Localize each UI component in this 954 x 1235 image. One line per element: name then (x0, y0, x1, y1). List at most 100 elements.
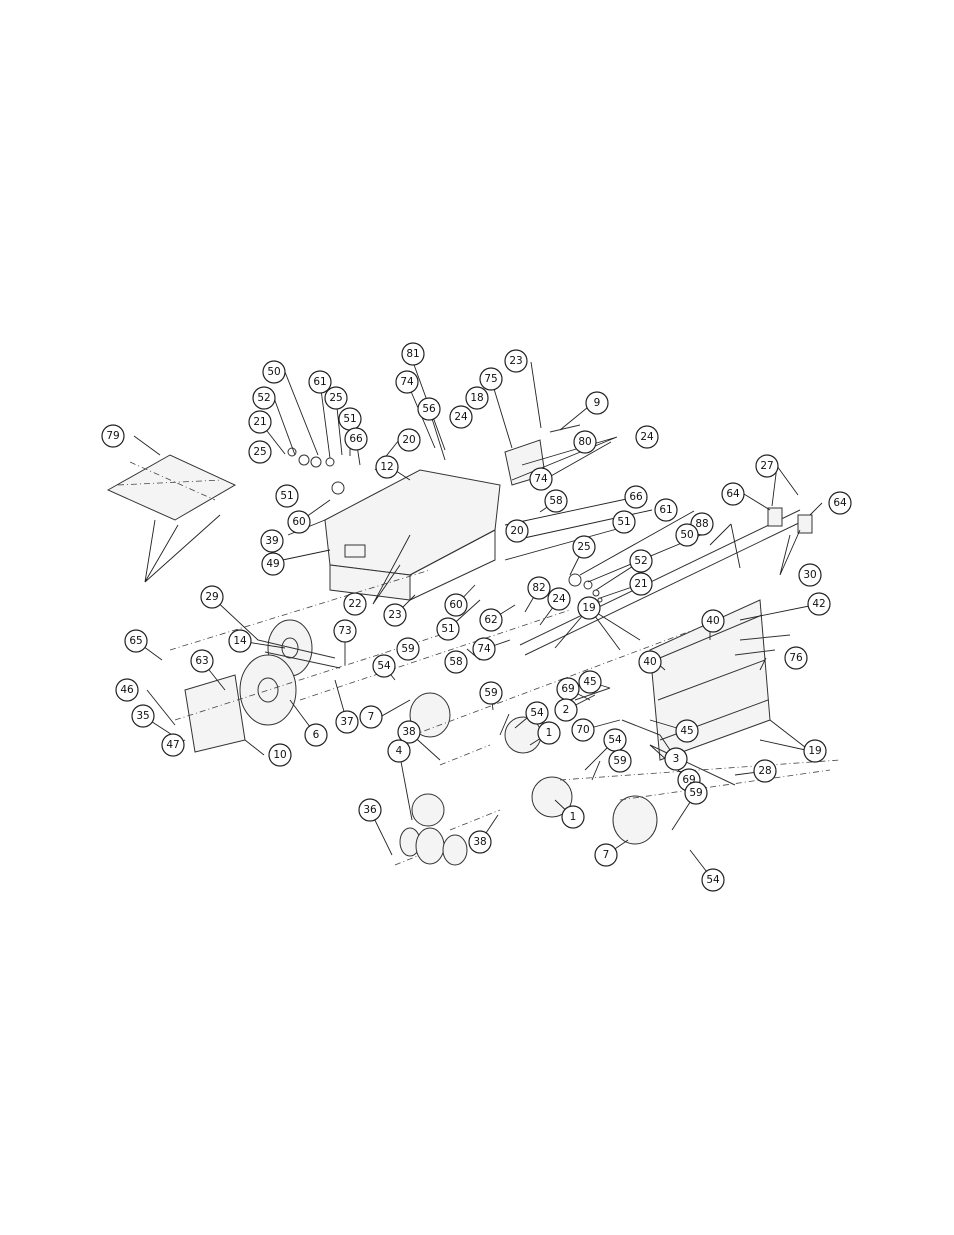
callout-65: 65 (124, 629, 148, 653)
svg-text:20: 20 (402, 434, 415, 446)
callout-29: 29 (200, 585, 224, 609)
svg-text:65: 65 (129, 635, 142, 647)
callout-39: 39 (260, 529, 284, 553)
callout-12: 12 (375, 455, 399, 479)
svg-text:37: 37 (340, 716, 353, 728)
svg-text:56: 56 (422, 403, 436, 415)
svg-text:47: 47 (166, 739, 179, 751)
callout-24c: 24 (547, 587, 571, 611)
svg-text:38: 38 (473, 836, 486, 848)
callout-52: 52 (252, 386, 276, 410)
callout-51b: 51 (275, 484, 299, 508)
callout-37: 37 (335, 710, 359, 734)
callout-2: 2 (554, 698, 578, 722)
callout-14: 14 (228, 629, 252, 653)
svg-text:74: 74 (534, 473, 548, 485)
callout-76: 76 (784, 646, 808, 670)
svg-text:54: 54 (706, 874, 720, 886)
callout-56: 56 (417, 397, 441, 421)
svg-text:6: 6 (313, 729, 320, 741)
svg-text:54: 54 (608, 734, 622, 746)
svg-text:61: 61 (659, 504, 672, 516)
callout-59b: 59 (479, 681, 503, 705)
callout-23: 23 (504, 349, 528, 373)
svg-text:46: 46 (120, 684, 134, 696)
svg-text:42: 42 (812, 598, 825, 610)
svg-text:24: 24 (552, 593, 566, 605)
callout-40: 40 (701, 609, 725, 633)
callout-75: 75 (479, 367, 503, 391)
svg-text:74: 74 (400, 376, 414, 388)
callout-64b: 64 (828, 491, 852, 515)
callout-9: 9 (585, 391, 609, 415)
callout-74c: 74 (472, 637, 496, 661)
callout-42: 42 (807, 592, 831, 616)
callout-88: 88 (690, 512, 714, 536)
svg-text:9: 9 (594, 397, 601, 409)
svg-text:22: 22 (348, 598, 361, 610)
callout-58: 58 (544, 489, 568, 513)
svg-text:81: 81 (406, 348, 419, 360)
svg-text:23: 23 (388, 609, 401, 621)
callout-24: 24 (449, 405, 473, 429)
svg-text:18: 18 (470, 392, 483, 404)
svg-text:24: 24 (640, 431, 654, 443)
svg-text:64: 64 (726, 488, 740, 500)
callout-61: 61 (308, 370, 332, 394)
callout-51d: 51 (436, 617, 460, 641)
callout-4: 4 (387, 739, 411, 763)
callout-69: 69 (556, 677, 580, 701)
callout-54c: 54 (603, 728, 627, 752)
svg-text:40: 40 (643, 656, 656, 668)
callout-63: 63 (190, 649, 214, 673)
svg-text:40: 40 (706, 615, 719, 627)
svg-text:60: 60 (292, 516, 305, 528)
svg-text:36: 36 (363, 804, 377, 816)
callout-70: 70 (571, 718, 595, 742)
svg-text:14: 14 (233, 635, 247, 647)
svg-text:25: 25 (253, 446, 266, 458)
callout-50: 50 (262, 360, 286, 384)
callout-66: 66 (344, 427, 368, 451)
callout-24b: 24 (635, 425, 659, 449)
svg-text:27: 27 (760, 460, 773, 472)
svg-text:25: 25 (577, 541, 590, 553)
callout-20: 20 (397, 428, 421, 452)
callout-59: 59 (396, 637, 420, 661)
callout-28: 28 (753, 759, 777, 783)
svg-text:54: 54 (377, 660, 391, 672)
svg-text:60: 60 (449, 599, 462, 611)
svg-text:66: 66 (629, 491, 643, 503)
callout-62: 62 (479, 608, 503, 632)
svg-text:58: 58 (549, 495, 562, 507)
callout-52b: 52 (629, 549, 653, 573)
callout-45: 45 (578, 670, 602, 694)
callout-25b: 25 (248, 440, 272, 464)
svg-text:50: 50 (680, 529, 693, 541)
callout-38: 38 (397, 720, 421, 744)
callout-59c: 59 (608, 749, 632, 773)
callout-46: 46 (115, 678, 139, 702)
svg-text:20: 20 (510, 525, 523, 537)
callout-35: 35 (131, 704, 155, 728)
svg-text:70: 70 (576, 724, 589, 736)
svg-text:58: 58 (449, 656, 462, 668)
callout-7: 7 (359, 705, 383, 729)
callout-1: 1 (537, 721, 561, 745)
callout-51: 51 (338, 407, 362, 431)
callout-49: 49 (261, 552, 285, 576)
svg-text:52: 52 (634, 555, 647, 567)
callouts: 81 23 74 75 9 50 61 52 25 18 24 21 51 56… (101, 342, 852, 892)
svg-text:59: 59 (689, 787, 702, 799)
svg-text:35: 35 (136, 710, 149, 722)
svg-text:63: 63 (195, 655, 208, 667)
svg-text:23: 23 (509, 355, 522, 367)
svg-text:82: 82 (532, 582, 545, 594)
callout-19: 19 (577, 596, 601, 620)
svg-text:75: 75 (484, 373, 497, 385)
svg-text:30: 30 (803, 569, 816, 581)
svg-text:19: 19 (808, 745, 821, 757)
callout-54b: 54 (525, 701, 549, 725)
callout-66b: 66 (624, 485, 648, 509)
callout-64: 64 (721, 482, 745, 506)
